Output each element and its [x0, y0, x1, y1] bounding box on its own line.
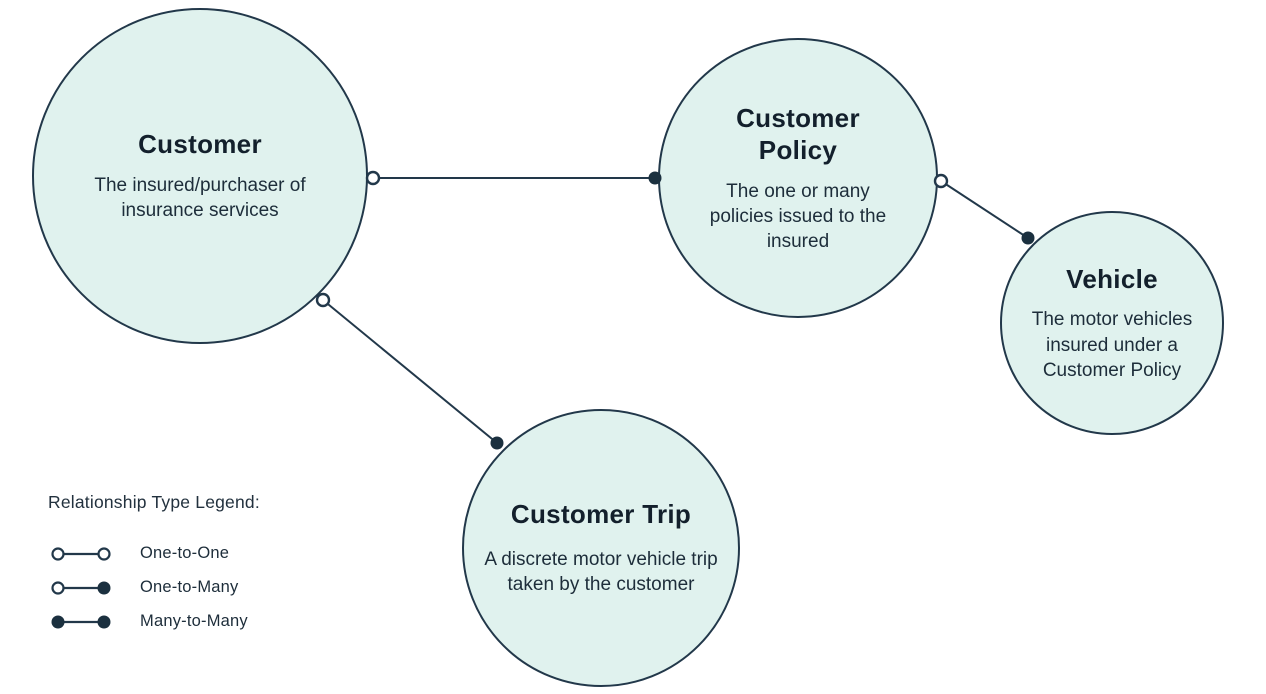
legend-item-one-to-many: One-to-Many	[48, 577, 260, 598]
node-customer-title: Customer	[138, 129, 262, 160]
node-customer-policy-title: Customer Policy	[736, 102, 860, 166]
many-endpoint-icon	[490, 436, 504, 450]
node-customer: Customer The insured/purchaser of insura…	[32, 8, 368, 344]
connection-customer-policy-to-vehicle	[933, 173, 1035, 245]
one-endpoint-icon	[365, 170, 381, 186]
node-customer-trip-description: A discrete motor vehicle trip taken by t…	[484, 548, 718, 596]
node-customer-policy-description: The one or many policies issued to the i…	[709, 180, 887, 253]
one-to-one-sample-icon	[51, 546, 111, 561]
node-vehicle-title: Vehicle	[1066, 263, 1158, 294]
one-to-many-sample-icon	[51, 580, 111, 595]
node-vehicle-description: The motor vehicles insured under a Custo…	[1031, 309, 1193, 381]
one-endpoint-icon	[315, 292, 331, 308]
many-to-many-sample-icon	[51, 615, 111, 628]
connection-customer-to-customer-policy	[365, 170, 662, 186]
legend-item-many-to-many: Many-to-Many	[48, 611, 260, 632]
legend-label: One-to-One	[140, 544, 230, 562]
legend-item-one-to-one: One-to-One	[48, 543, 260, 564]
relationship-legend: Relationship Type Legend: One-to-One One…	[48, 492, 260, 645]
legend-label: One-to-Many	[140, 578, 239, 596]
connection-customer-to-customer-trip	[315, 292, 504, 450]
node-customer-trip: Customer Trip A discrete motor vehicle t…	[462, 409, 740, 687]
node-customer-trip-title: Customer Trip	[510, 499, 692, 530]
node-customer-description: The insured/purchaser of insurance servi…	[94, 174, 306, 222]
node-vehicle: Vehicle The motor vehicles insured under…	[1000, 211, 1224, 435]
legend-label: Many-to-Many	[140, 612, 248, 630]
legend-title: Relationship Type Legend:	[48, 492, 260, 512]
node-customer-policy: Customer Policy The one or many policies…	[658, 38, 938, 318]
